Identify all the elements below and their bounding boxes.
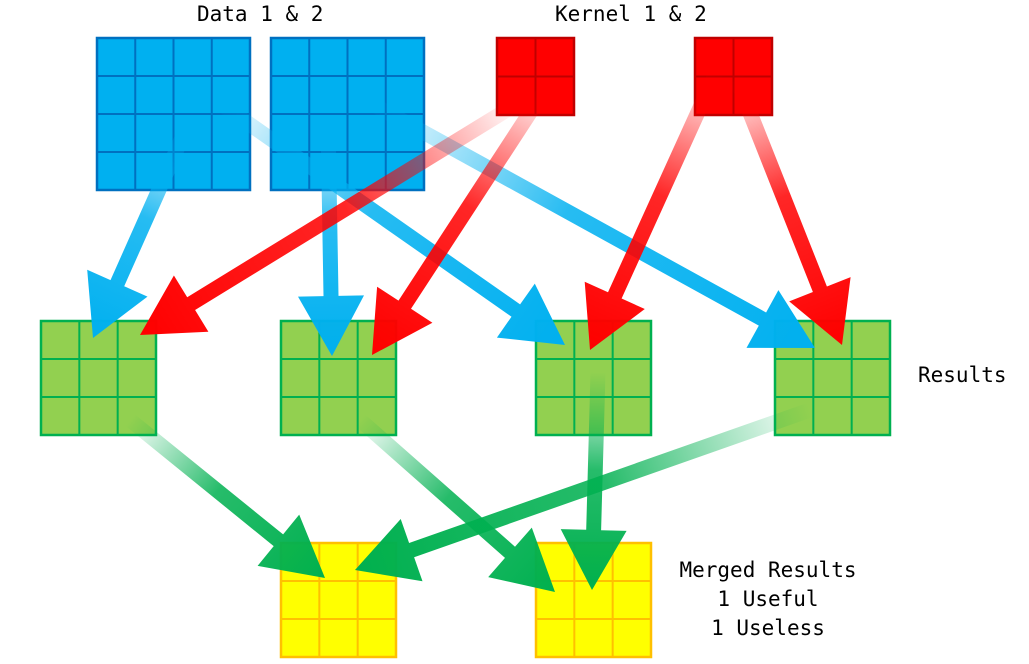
arrow-result2-merged2 bbox=[355, 414, 555, 592]
kernel-title: Kernel 1 & 2 bbox=[555, 2, 707, 26]
merged-useful-label: 1 Useful bbox=[717, 587, 819, 611]
arrow-data2-result4 bbox=[361, 93, 815, 349]
arrow-result4-merged1 bbox=[355, 402, 813, 582]
arrow-kernel2-result3 bbox=[584, 64, 725, 351]
merged-useless-label: 1 Useless bbox=[711, 616, 825, 640]
arrow-data1-result3 bbox=[210, 93, 565, 346]
merged-results-caption: Merged Results 1 Useful 1 Useless bbox=[668, 556, 868, 643]
results-label: Results bbox=[918, 363, 1007, 387]
merged-results-title: Merged Results bbox=[679, 558, 857, 582]
data-title: Data 1 & 2 bbox=[197, 2, 324, 26]
arrow-kernel2-result4 bbox=[728, 72, 851, 345]
arrow-kernel1-result1 bbox=[140, 98, 519, 335]
arrow-data2-result2 bbox=[298, 119, 364, 357]
arrow-result1-merged1 bbox=[125, 414, 325, 578]
arrow-data1-result1 bbox=[87, 117, 197, 338]
arrow-kernel1-result2 bbox=[372, 80, 555, 356]
